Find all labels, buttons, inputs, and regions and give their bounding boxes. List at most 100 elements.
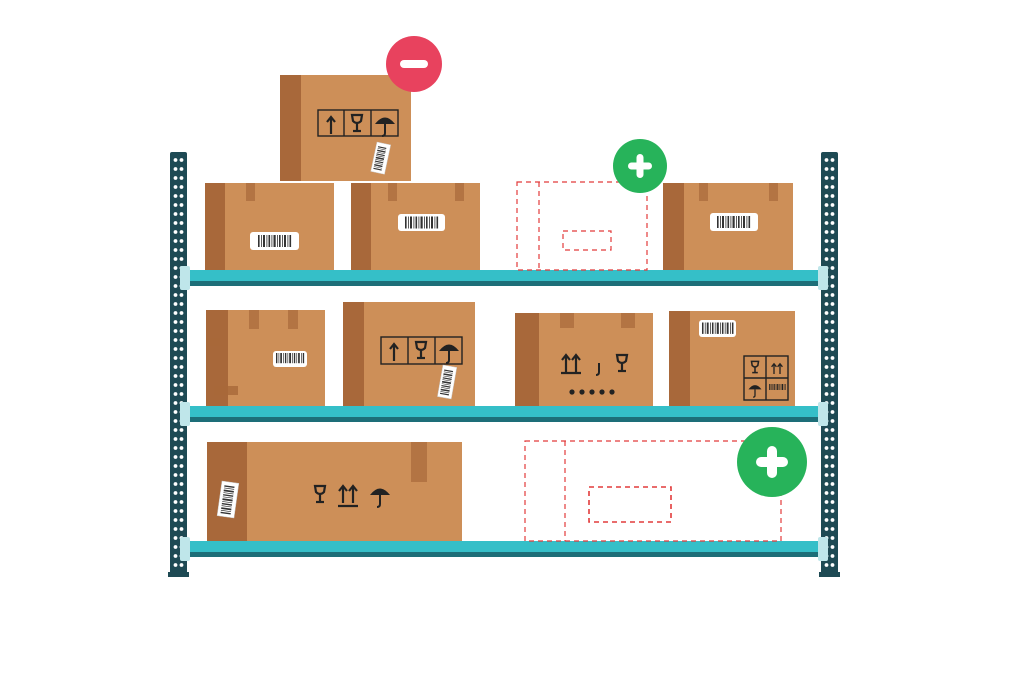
post-hole bbox=[173, 365, 178, 369]
post-hole bbox=[824, 374, 829, 378]
post-hole bbox=[173, 347, 178, 351]
post-hole bbox=[173, 518, 178, 522]
post-hole bbox=[824, 464, 829, 468]
arrows-up-icon bbox=[560, 353, 582, 375]
post-hole bbox=[824, 518, 829, 522]
post-hole bbox=[824, 329, 829, 333]
post-hole bbox=[173, 419, 178, 423]
remove-box-button[interactable] bbox=[386, 36, 442, 92]
post-hole bbox=[173, 185, 178, 189]
post-hole bbox=[824, 248, 829, 252]
post-hole bbox=[824, 437, 829, 441]
post-hole bbox=[173, 536, 178, 540]
post-hole bbox=[824, 482, 829, 486]
post-hole bbox=[173, 509, 178, 513]
box-middle-shelf-3[interactable] bbox=[515, 313, 653, 406]
arrows-up-icon bbox=[337, 484, 359, 508]
post-hole bbox=[179, 446, 184, 450]
box-middle-shelf-2[interactable] bbox=[343, 302, 475, 406]
post-hole bbox=[173, 320, 178, 324]
add-box-button-top[interactable] bbox=[613, 139, 667, 193]
post-hole bbox=[830, 509, 835, 513]
post-hole bbox=[830, 248, 835, 252]
post-hole bbox=[179, 221, 184, 225]
post-hole bbox=[173, 158, 178, 162]
post-hole bbox=[824, 167, 829, 171]
post-hole bbox=[173, 257, 178, 261]
post-hole bbox=[830, 491, 835, 495]
post-hole bbox=[824, 194, 829, 198]
plus-icon bbox=[628, 154, 652, 178]
post-hole bbox=[179, 563, 184, 567]
post-hole bbox=[830, 221, 835, 225]
post-hole bbox=[830, 563, 835, 567]
post-hole bbox=[173, 176, 178, 180]
post-hole bbox=[173, 437, 178, 441]
post-hole bbox=[830, 266, 835, 270]
box-middle-shelf-1[interactable] bbox=[206, 310, 325, 406]
post-hole bbox=[830, 203, 835, 207]
post-hole bbox=[824, 212, 829, 216]
box-top-stack[interactable] bbox=[280, 75, 411, 181]
box-bottom-shelf-large[interactable] bbox=[207, 442, 462, 541]
post-hole bbox=[179, 203, 184, 207]
post-hole bbox=[830, 347, 835, 351]
post-hole bbox=[179, 482, 184, 486]
post-hole bbox=[173, 194, 178, 198]
post-hole bbox=[173, 500, 178, 504]
barcode-label bbox=[437, 364, 458, 400]
post-hole bbox=[179, 518, 184, 522]
post-hole bbox=[830, 194, 835, 198]
post-hole bbox=[179, 347, 184, 351]
post-hole bbox=[173, 383, 178, 387]
add-box-button-bottom[interactable] bbox=[737, 427, 807, 497]
post-hole bbox=[830, 167, 835, 171]
post-hole bbox=[173, 329, 178, 333]
post-hole bbox=[830, 500, 835, 504]
post-hole bbox=[179, 500, 184, 504]
post-hole bbox=[179, 473, 184, 477]
post-hole bbox=[173, 554, 178, 558]
post-hole bbox=[173, 266, 178, 270]
post-hole bbox=[173, 230, 178, 234]
post-hole bbox=[830, 320, 835, 324]
post-hole bbox=[179, 176, 184, 180]
rack-post-right bbox=[819, 152, 840, 577]
post-hole bbox=[824, 446, 829, 450]
post-hole bbox=[179, 257, 184, 261]
post-hole bbox=[179, 194, 184, 198]
post-hole bbox=[830, 392, 835, 396]
post-hole bbox=[179, 329, 184, 333]
post-hole bbox=[830, 428, 835, 432]
handling-symbols bbox=[313, 484, 391, 508]
barcode-label bbox=[250, 232, 299, 250]
plus-icon bbox=[756, 446, 788, 478]
post-hole bbox=[830, 383, 835, 387]
box-top-shelf-2[interactable] bbox=[351, 183, 480, 270]
box-top-shelf-3[interactable] bbox=[663, 183, 793, 270]
post-hole bbox=[824, 347, 829, 351]
post-hole bbox=[830, 212, 835, 216]
post-hole bbox=[173, 455, 178, 459]
post-hole bbox=[173, 410, 178, 414]
post-hole bbox=[173, 374, 178, 378]
rack-post-left bbox=[168, 152, 189, 577]
post-hole bbox=[179, 230, 184, 234]
post-hole bbox=[173, 446, 178, 450]
post-hole bbox=[179, 491, 184, 495]
post-hole bbox=[179, 428, 184, 432]
post-hole bbox=[830, 464, 835, 468]
post-hole bbox=[824, 230, 829, 234]
box-middle-shelf-4[interactable] bbox=[669, 311, 795, 406]
post-hole bbox=[824, 176, 829, 180]
post-hole bbox=[179, 374, 184, 378]
post-hole bbox=[830, 356, 835, 360]
post-hole bbox=[179, 311, 184, 315]
post-hole bbox=[830, 176, 835, 180]
handling-symbols bbox=[317, 109, 399, 137]
box-top-shelf-1[interactable] bbox=[205, 183, 334, 270]
post-hole bbox=[830, 275, 835, 279]
empty-slot-top-shelf[interactable] bbox=[516, 181, 648, 271]
post-hole bbox=[830, 482, 835, 486]
post-hole bbox=[173, 221, 178, 225]
